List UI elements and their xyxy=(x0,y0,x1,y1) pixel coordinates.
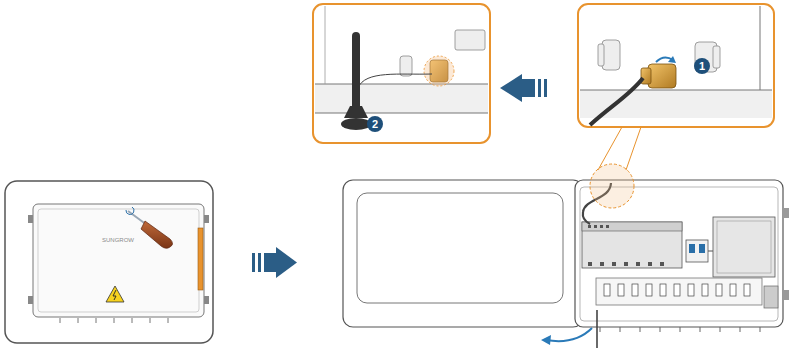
antenna-inset xyxy=(313,4,490,143)
step-arrow xyxy=(500,74,547,102)
open-cabinet xyxy=(343,180,789,348)
antenna-connector-inset xyxy=(578,4,774,127)
callout-number: 1 xyxy=(699,61,705,72)
callout-number: 2 xyxy=(372,119,378,130)
brand-name: SUNGROW xyxy=(102,237,134,243)
zoom-circle xyxy=(590,164,634,208)
step-arrow xyxy=(252,247,297,278)
open-cover-step xyxy=(5,181,213,343)
